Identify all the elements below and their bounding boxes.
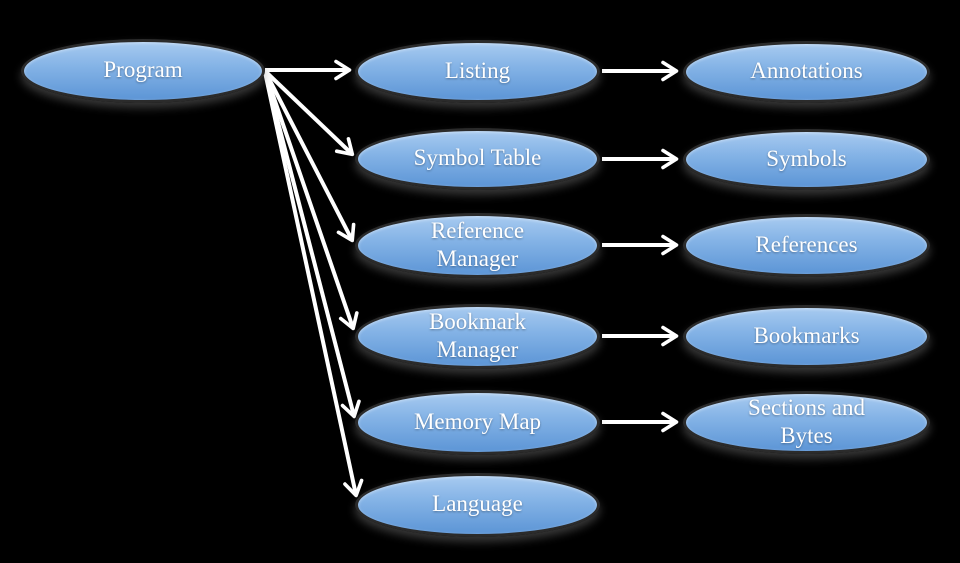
edge-program-symbol-table-arrow [263, 69, 355, 157]
node-listing-label: Listing [444, 57, 511, 83]
node-bookmarks-label: Bookmarks [753, 322, 860, 348]
node-references: References [683, 214, 930, 277]
node-symbol-table-label: Symbol Table [413, 145, 542, 171]
node-bookmark-manager: Bookmark Manager [355, 304, 600, 369]
node-memory-map-label: Memory Map [413, 408, 542, 434]
node-annotations: Annotations [683, 41, 930, 103]
node-bookmarks: Bookmarks [683, 305, 930, 368]
node-program: Program [21, 39, 265, 103]
node-references-label: References [755, 231, 858, 257]
node-language-label: Language [432, 491, 523, 517]
node-reference-manager: Reference Manager [355, 213, 600, 278]
node-sections-and-bytes-label: Sections and Bytes [748, 395, 865, 448]
node-annotations-label: Annotations [750, 58, 863, 84]
node-sections-and-bytes: Sections and Bytes [683, 391, 930, 454]
edge-program-language-arrow [263, 71, 364, 498]
node-reference-manager-label: Reference Manager [430, 218, 525, 271]
node-symbols: Symbols [683, 129, 930, 190]
node-symbols-label: Symbols [766, 145, 847, 171]
node-bookmark-manager-label: Bookmark Manager [428, 309, 527, 362]
edge-program-reference-manager-arrow [263, 70, 356, 243]
node-language: Language [355, 473, 600, 537]
edge-program-bookmark-manager-arrow [263, 71, 359, 331]
node-program-label: Program [103, 57, 183, 83]
edge-program-memory-map-arrow [263, 71, 361, 419]
node-listing: Listing [355, 40, 600, 103]
node-symbol-table: Symbol Table [355, 128, 600, 190]
node-memory-map: Memory Map [355, 390, 600, 455]
